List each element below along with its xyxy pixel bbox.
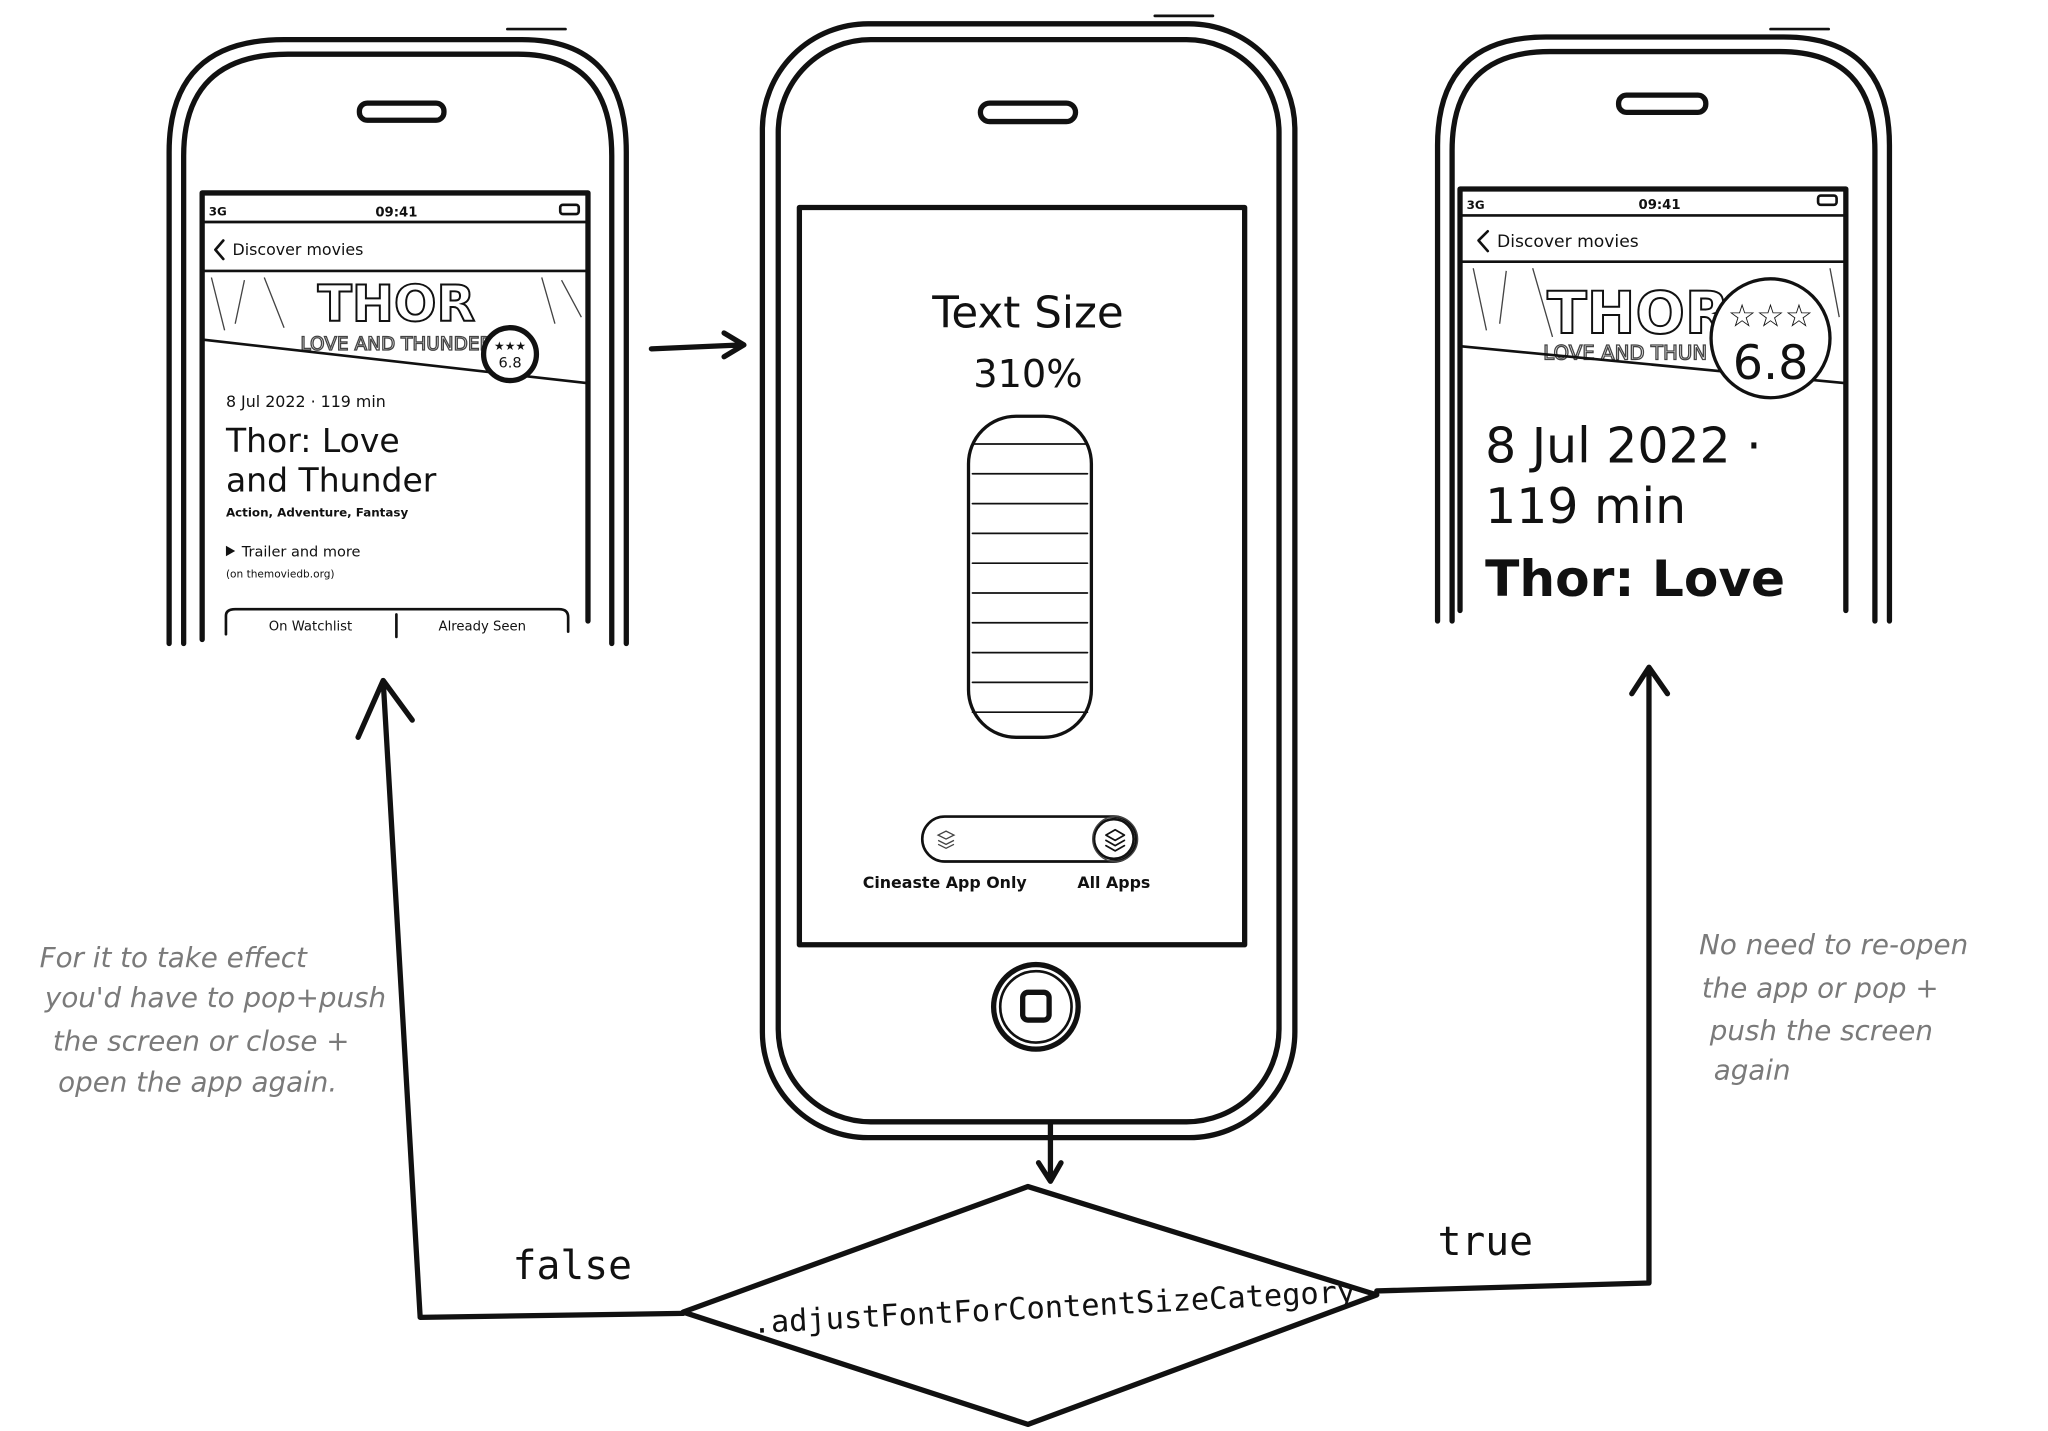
decision-label: .adjustFontForContentSizeCategory: [752, 1275, 1356, 1342]
movie-title-line1: Thor: Love: [225, 421, 400, 460]
left-note: For it to take effect you'd have to pop+…: [40, 941, 386, 1098]
back-chevron-icon[interactable]: [214, 239, 225, 261]
movie-title: Thor: Love: [1485, 549, 1785, 608]
arrow-to-decision: [1035, 1120, 1064, 1184]
trailer-link[interactable]: Trailer and more: [241, 544, 361, 560]
text-size-slider[interactable]: [966, 414, 1094, 739]
speaker-grille: [356, 100, 447, 123]
note-line: the app or pop +: [1702, 972, 1939, 1005]
phone-body-inner-outline: [1449, 48, 1878, 624]
svg-text:THOR: THOR: [318, 274, 476, 333]
phone-body-outline: [166, 37, 629, 647]
home-square-icon: [1020, 989, 1052, 1023]
home-button[interactable]: [990, 961, 1081, 1052]
true-branch: true: [1374, 664, 1671, 1294]
note-line: again: [1714, 1054, 1791, 1087]
nav-back-label[interactable]: Discover movies: [1497, 232, 1639, 252]
text-size-percent: 310%: [973, 352, 1083, 397]
false-branch: false: [355, 677, 686, 1320]
battery-icon: [1816, 194, 1838, 207]
segmented-control: [224, 607, 570, 636]
phone-body-inner-outline: [181, 51, 615, 647]
left-screen: 3G 09:41 Discover movies THOR LOVE AND T…: [199, 190, 591, 643]
play-icon[interactable]: [225, 545, 236, 557]
right-screen: 3G 09:41 Discover movies THOR LOVE AND T…: [1457, 186, 1849, 614]
rating-badge: [1709, 277, 1832, 400]
trailer-source: (on themoviedb.org): [226, 568, 335, 580]
status-signal: 3G: [1467, 198, 1485, 212]
right-note: No need to re-open the app or pop + push…: [1699, 928, 1968, 1087]
battery-icon: [558, 203, 581, 216]
status-time: 09:41: [1639, 198, 1681, 213]
phone-body-inner-outline: [775, 37, 1282, 1125]
movie-genres: Action, Adventure, Fantasy: [226, 506, 409, 520]
nav-back-label[interactable]: Discover movies: [233, 240, 364, 259]
false-label: false: [513, 1243, 632, 1289]
note-line: push the screen: [1709, 1014, 1933, 1047]
rating-value: 6.8: [498, 355, 521, 371]
movie-poster-banner: THOR LOVE AND THUNDER: [200, 273, 590, 385]
note-line: you'd have to pop+push: [44, 981, 386, 1014]
true-label: true: [1438, 1219, 1533, 1265]
svg-text:THOR: THOR: [1547, 279, 1729, 347]
svg-text:LOVE AND THUNDER: LOVE AND THUNDER: [300, 334, 492, 355]
on-watchlist-button[interactable]: On Watchlist: [269, 619, 352, 634]
decision-diamond: .adjustFontForContentSizeCategory: [680, 1183, 1380, 1428]
movie-poster-banner: THOR LOVE AND THUN: [1458, 268, 1848, 385]
scope-toggle[interactable]: [920, 815, 1139, 863]
speaker-grille: [1615, 92, 1709, 115]
phone-body-outline: [1434, 34, 1893, 624]
toggle-label-app-only[interactable]: Cineaste App Only: [863, 873, 1028, 892]
movie-meta: 8 Jul 2022 · 119 min: [226, 392, 386, 411]
movie-meta-line2: 119 min: [1485, 478, 1686, 535]
note-line: open the app again.: [58, 1065, 337, 1098]
speaker-grille: [977, 100, 1079, 125]
phone-body-outline: [759, 21, 1298, 1141]
right-phone: 3G 09:41 Discover movies THOR LOVE AND T…: [1434, 27, 1893, 624]
text-size-heading: Text Size: [931, 289, 1124, 339]
already-seen-button[interactable]: Already Seen: [439, 619, 526, 634]
toggle-label-all-apps[interactable]: All Apps: [1077, 873, 1150, 892]
note-line: For it to take effect: [40, 941, 308, 974]
rating-stars: ☆☆☆: [1728, 298, 1813, 334]
settings-screen: [796, 204, 1248, 948]
movie-meta-line1: 8 Jul 2022 ·: [1485, 417, 1762, 474]
layers-icon: [936, 830, 956, 850]
left-phone: 3G 09:41 Discover movies THOR LOVE AND T…: [166, 27, 629, 647]
layers-icon: [1105, 828, 1126, 852]
rating-badge: [480, 325, 540, 384]
rating-stars: ★★★: [494, 339, 526, 353]
middle-phone: Text Size 310% Cineaste App Only All App…: [759, 14, 1298, 1141]
rating-value: 6.8: [1733, 336, 1809, 391]
note-line: No need to re-open: [1699, 928, 1968, 961]
status-time: 09:41: [375, 206, 417, 221]
note-line: the screen or close +: [53, 1024, 350, 1057]
back-chevron-icon[interactable]: [1477, 229, 1490, 253]
status-signal: 3G: [209, 204, 227, 218]
arrow-to-settings: [648, 330, 747, 360]
movie-title-line2: and Thunder: [226, 461, 437, 500]
